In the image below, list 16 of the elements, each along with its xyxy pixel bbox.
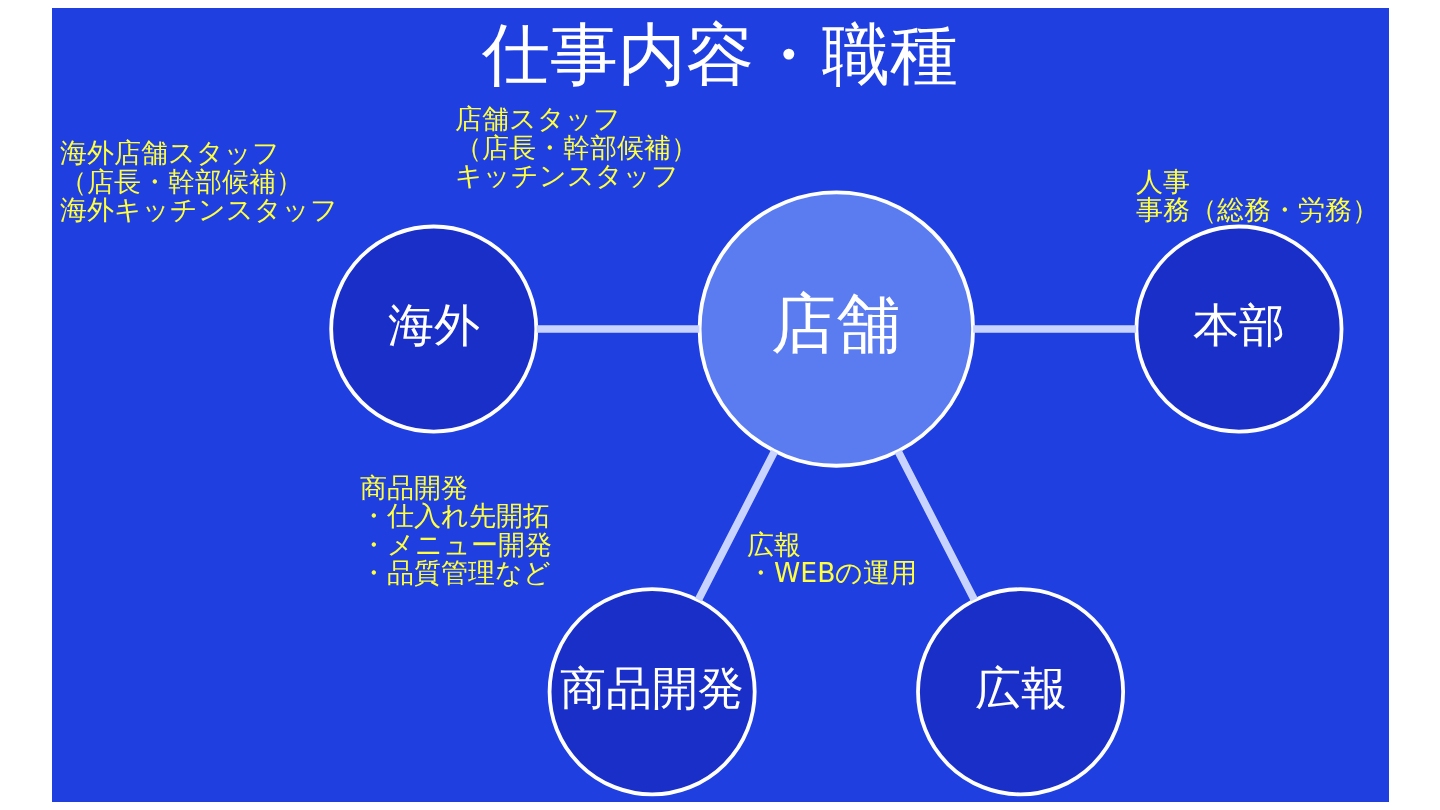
connector xyxy=(536,325,699,333)
node-circle: 海外 xyxy=(328,224,538,434)
node-circle: 商品開発 xyxy=(547,587,757,797)
node-circle: 広報 xyxy=(915,587,1125,797)
node-circle: 店舗 xyxy=(697,190,975,468)
connector xyxy=(894,449,978,602)
connector xyxy=(694,449,778,602)
node-label: ・品質管理など xyxy=(359,557,551,588)
node-label: 事務（総務・労務） xyxy=(1135,194,1379,226)
diagram-title: 仕事内容・職種 xyxy=(482,14,958,94)
node-label: ・メニュー開発 xyxy=(359,528,552,560)
node-circle: 本部 xyxy=(1134,224,1343,434)
node-label: 人事 xyxy=(1135,165,1190,197)
node-label: 広報 xyxy=(746,528,801,560)
node-label: ・WEBの運用 xyxy=(746,557,917,588)
connector xyxy=(972,325,1136,333)
